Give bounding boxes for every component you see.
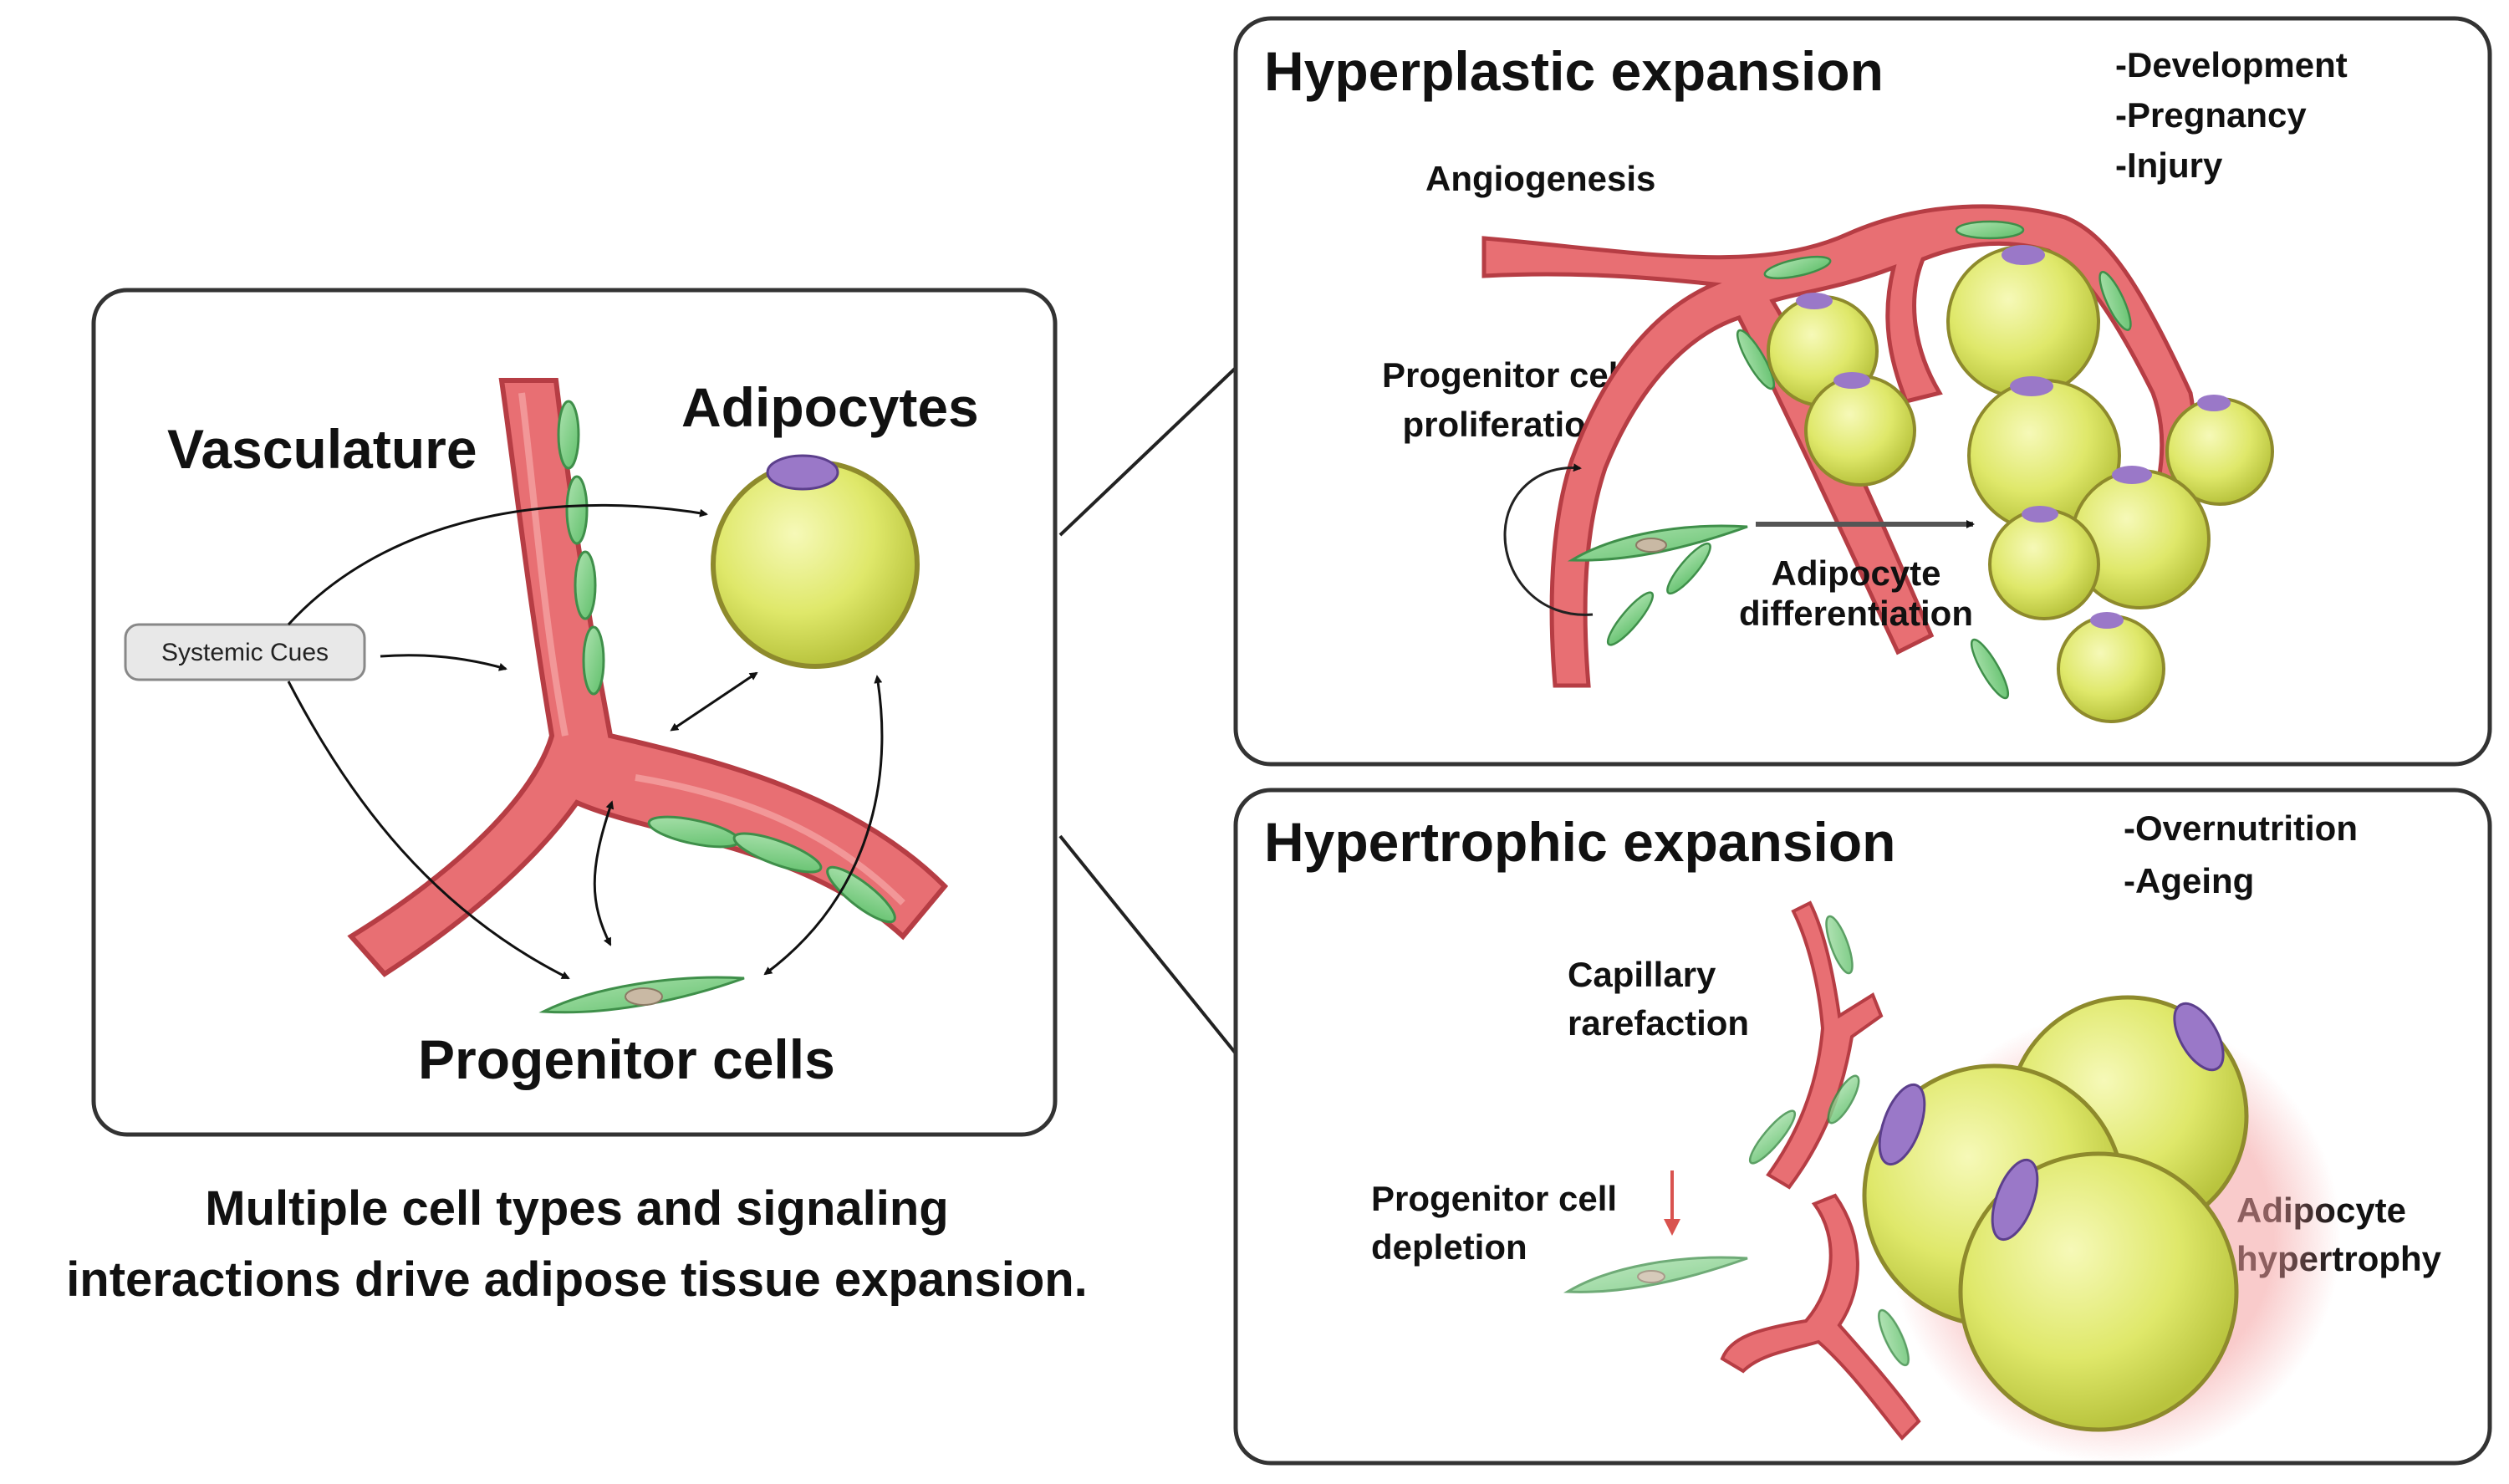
depletion-label-line-1: Progenitor cell (1371, 1179, 1617, 1218)
progenitor-cells-label: Progenitor cells (418, 1028, 835, 1090)
proliferating-progenitor-cell (1567, 524, 1748, 562)
hypertrophic-condition-ageing: -Ageing (2124, 861, 2254, 900)
hypertrophic-condition-overnutrition: -Overnutrition (2124, 808, 2358, 848)
differentiation-label-line-1: Adipocyte (1771, 553, 1940, 593)
capillary-label-line-1: Capillary (1568, 955, 1716, 994)
rarefied-capillaries (1720, 900, 1921, 1441)
hyperplastic-condition-development: -Development (2115, 45, 2348, 84)
vasculature-label: Vasculature (167, 418, 477, 480)
zoom-connector-lines (1058, 366, 1237, 1055)
adipocyte-cell (711, 454, 920, 669)
left-panel-arrows (287, 503, 884, 980)
capillary-label-line-2: rarefaction (1568, 1003, 1749, 1043)
caption-line-1: Multiple cell types and signaling (205, 1181, 948, 1236)
hyperplastic-adipocytes (1767, 245, 2274, 723)
proliferation-label-line-2: proliferation (1402, 405, 1607, 444)
systemic-cues-badge: Systemic Cues (124, 623, 366, 681)
hyperplastic-condition-injury: -Injury (2115, 145, 2223, 185)
depletion-arrow-head (1664, 1219, 1680, 1236)
differentiation-label-line-2: differentiation (1739, 594, 1973, 633)
angiogenesis-label: Angiogenesis (1425, 159, 1655, 198)
hyperplastic-title: Hyperplastic expansion (1264, 40, 1884, 102)
depleted-progenitor-cell (1563, 1256, 1748, 1293)
hypertrophic-adipocytes (1862, 995, 2341, 1463)
progenitor-cell (538, 976, 745, 1014)
rarefied-lining-cells (1748, 915, 1910, 1367)
proliferation-label-line-1: Progenitor cell (1382, 355, 1628, 395)
systemic-cues-label: Systemic Cues (161, 639, 329, 666)
adipocytes-label: Adipocytes (681, 376, 979, 438)
hypertrophic-title: Hypertrophic expansion (1264, 811, 1896, 873)
proliferation-cycle-arrow (1503, 463, 1594, 616)
depletion-label-line-2: depletion (1371, 1227, 1527, 1267)
angiogenesis-lining-cells (1606, 220, 2132, 700)
caption-line-2: interactions drive adipose tissue expans… (66, 1252, 1088, 1307)
hyperplastic-condition-pregnancy: -Pregnancy (2115, 95, 2307, 135)
